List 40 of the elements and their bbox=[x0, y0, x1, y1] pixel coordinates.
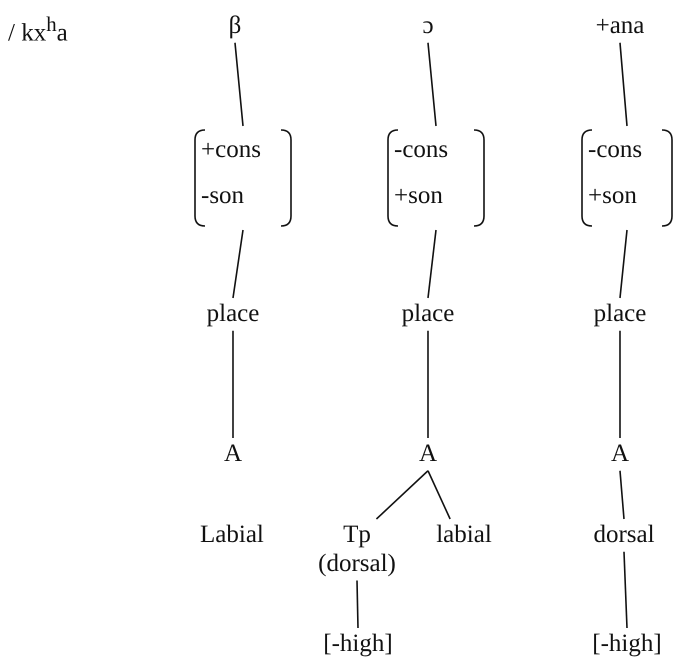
tree-node-label: place bbox=[402, 300, 454, 329]
tree-branch bbox=[427, 470, 451, 520]
tree-node-label: A bbox=[610, 440, 630, 469]
feature-matrix bbox=[386, 128, 486, 228]
tree-branch bbox=[234, 42, 244, 126]
tree-branch bbox=[427, 42, 437, 126]
feature-matrix bbox=[193, 128, 293, 228]
tree-node-label: β bbox=[228, 12, 242, 41]
tree-node-label: place bbox=[206, 300, 260, 329]
tree-node-label: ɔ bbox=[422, 12, 434, 41]
tree-branch bbox=[619, 470, 625, 520]
tree-node-label: A bbox=[418, 440, 438, 469]
tree-node-label: (dorsal) bbox=[318, 550, 396, 578]
feature-value: +cons bbox=[201, 136, 261, 165]
tree-node-label: Labial bbox=[200, 521, 264, 549]
tree-node-label: labial bbox=[436, 521, 492, 550]
tree-node-label: dorsal bbox=[593, 521, 655, 550]
tree-branch bbox=[619, 330, 621, 438]
tree-node-label: [-high] bbox=[592, 630, 662, 659]
tree-node-label: +ana bbox=[596, 12, 644, 41]
tree-node-label: [-high] bbox=[323, 630, 393, 659]
tree-branch bbox=[427, 330, 429, 438]
tree-node-label: Tp bbox=[342, 521, 372, 550]
feature-value: +son bbox=[394, 182, 443, 211]
tree-branch bbox=[232, 330, 234, 438]
feature-value: -son bbox=[201, 182, 244, 211]
feature-value: -cons bbox=[394, 136, 448, 165]
tree-branch bbox=[356, 580, 359, 628]
tree-branch bbox=[623, 552, 628, 628]
transcription: / kx$^{h}$a bbox=[8, 12, 68, 48]
tree-node-label: A bbox=[224, 440, 242, 469]
tree-branch bbox=[619, 42, 628, 126]
feature-value: -cons bbox=[588, 136, 642, 165]
feature-matrix bbox=[580, 128, 674, 228]
tree-branch bbox=[619, 230, 628, 298]
tree-branch bbox=[232, 230, 244, 298]
tree-branch bbox=[427, 230, 437, 298]
tree-node-label: place bbox=[594, 300, 646, 329]
feature-value: +son bbox=[588, 182, 637, 211]
tree-branch bbox=[376, 470, 429, 520]
